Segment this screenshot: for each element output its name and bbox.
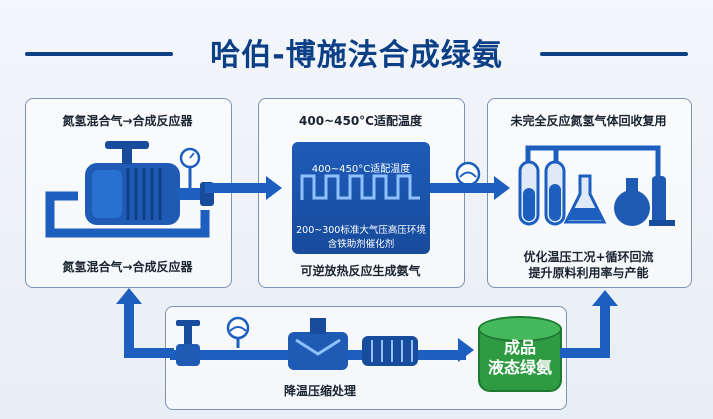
pump-valve-illustration [45, 141, 214, 238]
page-title: 哈伯-博施法合成绿氨 [210, 38, 503, 73]
return-arrow-up-right-head [592, 290, 618, 306]
arrow-reactor-to-recycle-head [494, 176, 510, 200]
feed-gas-bottom-label: 氮氢混合气→合成反应器 [62, 260, 193, 274]
cooling-compression-illustration [170, 316, 466, 370]
feed-gas-top-label: 氮氢混合气→合成反应器 [62, 114, 193, 128]
liquid-ammonia-tank-top [478, 316, 562, 342]
return-pipe-horizontal-left [124, 348, 174, 358]
reactor-temperature-text: 400~450°C适配温度 [311, 164, 411, 175]
reactor-pressure-text: 200~300标准大气压高压环境 [296, 225, 426, 236]
reactor-bottom-label: 可逆放热反应生成氨气 [300, 264, 421, 278]
tank-label-line1: 成品 [503, 338, 536, 357]
arrow-reactor-to-recycle [430, 183, 496, 193]
arrow-feed-to-reactor-head [266, 176, 282, 200]
reactor-catalyst-text: 含铁助剂催化剂 [327, 239, 395, 250]
return-pipe-vertical-right [600, 304, 610, 358]
recycle-bottom-line2: 提升原料利用率与产能 [528, 266, 649, 280]
tank-label-line2: 液态绿氨 [487, 358, 552, 377]
title-line-left [25, 52, 173, 56]
cooling-compression-label: 降温压缩处理 [283, 384, 356, 398]
return-pipe-vertical-left [124, 302, 134, 358]
return-pipe-horizontal-right [560, 348, 610, 358]
arrow-feed-to-reactor [205, 183, 268, 193]
gas-recovery-equipment-illustration [518, 145, 675, 226]
reactor-top-label: 400~450°C适配温度 [299, 114, 422, 128]
title-line-right [540, 52, 688, 56]
recycle-bottom-line1: 优化温压工况+循环回流 [523, 250, 654, 264]
arrow-into-tank-head [458, 338, 474, 362]
recycle-top-label: 未完全反应氮氢气体回收复用 [510, 114, 667, 128]
reactor-heating-coils [300, 174, 420, 200]
return-arrow-up-head [116, 288, 142, 304]
